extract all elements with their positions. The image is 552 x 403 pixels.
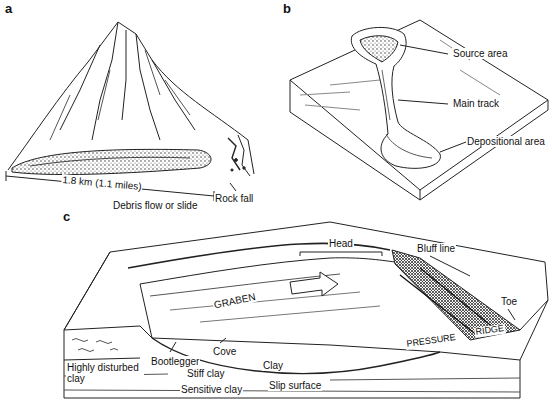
- panel-c-drawing: [64, 222, 548, 398]
- feature-label: Debris flow or slide: [112, 200, 198, 211]
- layer-label: Slip surface: [268, 380, 322, 391]
- layer-label: Clay: [262, 360, 284, 371]
- layer-label: Highly disturbed clay: [66, 362, 144, 384]
- panel-letter: b: [282, 2, 292, 16]
- part-label: Bootlegger: [150, 356, 200, 367]
- part-label: Bluff line: [416, 243, 456, 254]
- layer-label: Sensitive clay: [180, 384, 243, 395]
- panel-a-drawing: [6, 22, 254, 201]
- part-label: Source area: [452, 48, 508, 59]
- part-label: Cove: [212, 346, 237, 357]
- feature-label: Rock fall: [214, 193, 254, 204]
- panel-letter: a: [4, 2, 13, 16]
- part-label: Head: [328, 238, 354, 249]
- part-label: Depositional area: [466, 136, 546, 147]
- part-label: Toe: [500, 296, 518, 307]
- dimension-label: 1.8 km (1.1 miles): [61, 174, 143, 192]
- panel-b-drawing: [290, 20, 548, 200]
- part-label: Main track: [452, 98, 500, 109]
- layer-label: Stiff clay: [186, 368, 226, 379]
- zone-label: GRABEN: [212, 291, 258, 311]
- zone-label: PRESSURE: [405, 333, 457, 350]
- zone-label: RIDGE: [474, 324, 506, 338]
- panel-letter: c: [62, 210, 71, 224]
